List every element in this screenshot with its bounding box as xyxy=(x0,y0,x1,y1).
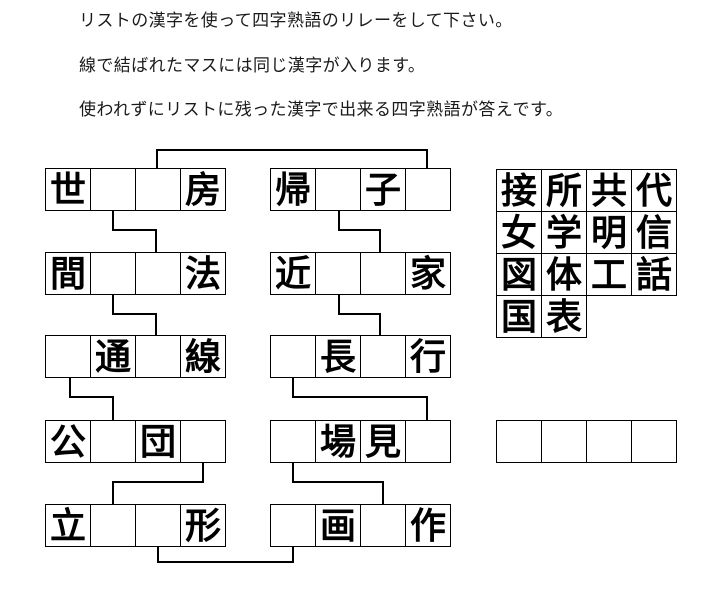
puzzle-cell-l4c4[interactable] xyxy=(180,420,226,463)
puzzle-cell-r4c1[interactable] xyxy=(270,420,316,463)
puzzle-cell-r5c3[interactable] xyxy=(360,504,406,547)
puzzle-cell-r5c4: 作 xyxy=(405,504,451,547)
puzzle-cell-l2c3[interactable] xyxy=(135,252,181,295)
puzzle-cell-l1c3[interactable] xyxy=(135,168,181,211)
puzzle-row-right-3: 長 行 xyxy=(270,335,451,378)
puzzle-cell-r2c2[interactable] xyxy=(315,252,361,295)
answer-row xyxy=(496,420,677,463)
puzzle-row-right-5: 画 作 xyxy=(270,504,451,547)
puzzle-row-right-2: 近 家 xyxy=(270,252,451,295)
puzzle-cell-r2c1: 近 xyxy=(270,252,316,295)
kanji-list-cell: 学 xyxy=(541,211,587,254)
puzzle-cell-r1c3: 子 xyxy=(360,168,406,211)
puzzle-row-right-1: 帰 子 xyxy=(270,168,451,211)
kanji-list-cell: 所 xyxy=(541,169,587,212)
instruction-line-2: 線で結ばれたマスには同じ漢字が入ります。 xyxy=(79,56,426,75)
kanji-list-cell: 信 xyxy=(631,211,677,254)
puzzle-cell-r2c3[interactable] xyxy=(360,252,406,295)
puzzle-cell-r5c2: 画 xyxy=(315,504,361,547)
kanji-list-cell: 接 xyxy=(496,169,542,212)
puzzle-row-left-4: 公 団 xyxy=(45,420,226,463)
connector-line xyxy=(338,295,381,335)
answer-cell-4[interactable] xyxy=(631,420,677,463)
puzzle-row-left-3: 通 線 xyxy=(45,335,226,378)
puzzle-cell-r3c4: 行 xyxy=(405,335,451,378)
connector-line xyxy=(292,463,384,504)
kanji-list-cell: 図 xyxy=(496,253,542,296)
connector-line xyxy=(112,211,157,252)
puzzle-cell-r1c4[interactable] xyxy=(405,168,451,211)
puzzle-cell-r1c2[interactable] xyxy=(315,168,361,211)
connector-line xyxy=(156,149,428,168)
connector-line xyxy=(112,295,157,335)
kanji-list-cell: 共 xyxy=(586,169,632,212)
puzzle-row-left-1: 世 房 xyxy=(45,168,226,211)
puzzle-cell-r4c4[interactable] xyxy=(405,420,451,463)
puzzle-cell-l1c4: 房 xyxy=(180,168,226,211)
puzzle-cell-l3c1[interactable] xyxy=(45,335,91,378)
puzzle-cell-l2c1: 間 xyxy=(45,252,91,295)
kanji-list-cell: 体 xyxy=(541,253,587,296)
puzzle-row-right-4: 場 見 xyxy=(270,420,451,463)
kanji-list-cell: 明 xyxy=(586,211,632,254)
puzzle-cell-r4c3: 見 xyxy=(360,420,406,463)
puzzle-cell-l1c1: 世 xyxy=(45,168,91,211)
kanji-list-row-3: 図 体 工 話 xyxy=(496,253,677,296)
puzzle-cell-l4c2[interactable] xyxy=(90,420,136,463)
connector-line xyxy=(112,463,204,504)
kanji-list-cell: 工 xyxy=(586,253,632,296)
puzzle-cell-l4c1: 公 xyxy=(45,420,91,463)
instruction-line-1: リストの漢字を使って四字熟語のリレーをして下さい。 xyxy=(79,11,513,30)
puzzle-cell-r3c1[interactable] xyxy=(270,335,316,378)
puzzle-cell-r3c2: 長 xyxy=(315,335,361,378)
puzzle-cell-l5c3[interactable] xyxy=(135,504,181,547)
connector-line xyxy=(157,547,294,563)
kanji-list-cell: 代 xyxy=(631,169,677,212)
puzzle-cell-r1c1: 帰 xyxy=(270,168,316,211)
puzzle-cell-l5c1: 立 xyxy=(45,504,91,547)
puzzle-cell-l2c4: 法 xyxy=(180,252,226,295)
puzzle-cell-l1c2[interactable] xyxy=(90,168,136,211)
puzzle-cell-l5c2[interactable] xyxy=(90,504,136,547)
puzzle-cell-r4c2: 場 xyxy=(315,420,361,463)
puzzle-row-left-5: 立 形 xyxy=(45,504,226,547)
puzzle-cell-r2c4: 家 xyxy=(405,252,451,295)
kanji-list-cell: 話 xyxy=(631,253,677,296)
puzzle-cell-l5c4: 形 xyxy=(180,504,226,547)
puzzle-cell-l3c4: 線 xyxy=(180,335,226,378)
kanji-list-row-2: 女 学 明 信 xyxy=(496,211,677,254)
answer-cell-2[interactable] xyxy=(541,420,587,463)
connector-line xyxy=(338,211,381,252)
instruction-line-3: 使われずにリストに残った漢字で出来る四字熟語が答えです。 xyxy=(79,100,564,119)
connector-line xyxy=(69,378,114,420)
kanji-list-row-1: 接 所 共 代 xyxy=(496,169,677,212)
puzzle-cell-l4c3: 団 xyxy=(135,420,181,463)
puzzle-cell-r5c1[interactable] xyxy=(270,504,316,547)
connector-line xyxy=(292,378,428,420)
answer-cell-3[interactable] xyxy=(586,420,632,463)
puzzle-cell-l3c2: 通 xyxy=(90,335,136,378)
answer-cell-1[interactable] xyxy=(496,420,542,463)
kanji-list-cell: 国 xyxy=(496,295,542,338)
puzzle-cell-r3c3[interactable] xyxy=(360,335,406,378)
kanji-list-cell: 表 xyxy=(541,295,587,338)
puzzle-cell-l2c2[interactable] xyxy=(90,252,136,295)
kanji-list-cell: 女 xyxy=(496,211,542,254)
puzzle-row-left-2: 間 法 xyxy=(45,252,226,295)
kanji-list-row-4: 国 表 xyxy=(496,295,587,338)
puzzle-cell-l3c3[interactable] xyxy=(135,335,181,378)
